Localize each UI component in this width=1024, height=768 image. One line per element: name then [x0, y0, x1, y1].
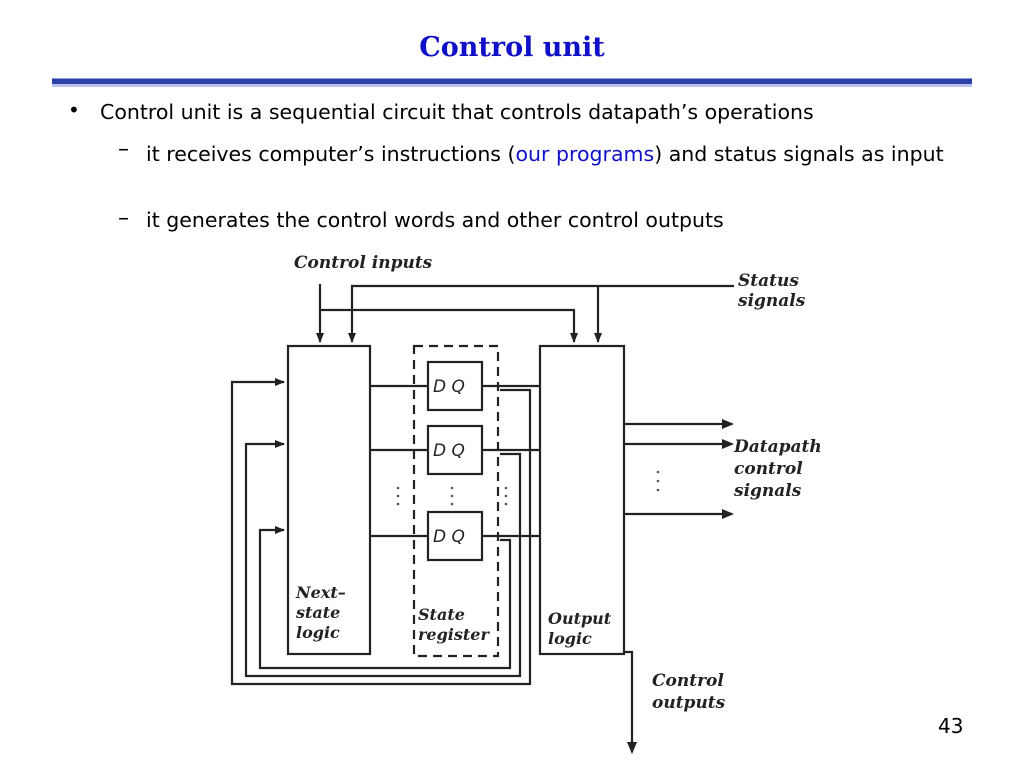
next-state-label-1: Next– — [295, 583, 346, 602]
output-logic-block — [538, 344, 626, 656]
status-signal-arrow-1 — [348, 284, 734, 343]
ff2-label: D Q — [433, 441, 465, 461]
ff3-label: D Q — [433, 527, 465, 547]
our-programs-link[interactable]: our programs — [515, 142, 655, 166]
control-input-to-output-arrow — [320, 308, 578, 343]
control-outputs-label-1: Control — [652, 671, 724, 691]
feedback-loop-1 — [230, 378, 532, 686]
sub-bullet-2: it generates the control words and other… — [146, 208, 724, 232]
output-logic-label-1: Output — [548, 609, 612, 628]
sub-bullet-marker-1: – — [118, 137, 129, 162]
sub-bullet-1-text-a: it receives computer’s instructions ( — [146, 142, 516, 166]
control-inputs-label: Control inputs — [294, 253, 433, 273]
feedback-loop-3 — [258, 526, 512, 670]
feedback-loop-2 — [244, 440, 522, 678]
next-state-label-3: logic — [296, 623, 340, 642]
control-outputs-label-2: outputs — [652, 693, 726, 713]
next-state-label-2: state — [295, 603, 340, 622]
sub-bullet-1: it receives computer’s instructions (our… — [146, 140, 976, 169]
ff1-label: D Q — [433, 377, 465, 397]
datapath-label-2: control — [734, 459, 803, 479]
ellipsis-dots — [396, 470, 660, 506]
state-register-label-2: register — [418, 625, 490, 644]
state-register-box — [412, 344, 500, 658]
state-register-label-1: State — [418, 605, 465, 624]
next-state-logic-block — [286, 344, 372, 656]
control-outputs-arrow — [624, 650, 637, 754]
datapath-label-1: Datapath — [733, 437, 822, 457]
flip-flop-2 — [426, 424, 484, 476]
page-number: 43 — [938, 714, 964, 738]
status-label-2: signals — [737, 291, 806, 311]
slide-title: Control unit — [419, 32, 605, 63]
output-logic-label-2: logic — [548, 629, 592, 648]
title-divider-shadow — [52, 84, 972, 87]
bullet-marker: • — [68, 98, 80, 122]
sub-bullet-1-text-b: ) and status signals as input — [654, 142, 944, 166]
status-label-1: Status — [738, 271, 799, 291]
sub-bullet-marker-2: – — [118, 206, 129, 231]
bullet-main-text: Control unit is a sequential circuit tha… — [100, 100, 814, 124]
datapath-label-3: signals — [733, 481, 802, 501]
